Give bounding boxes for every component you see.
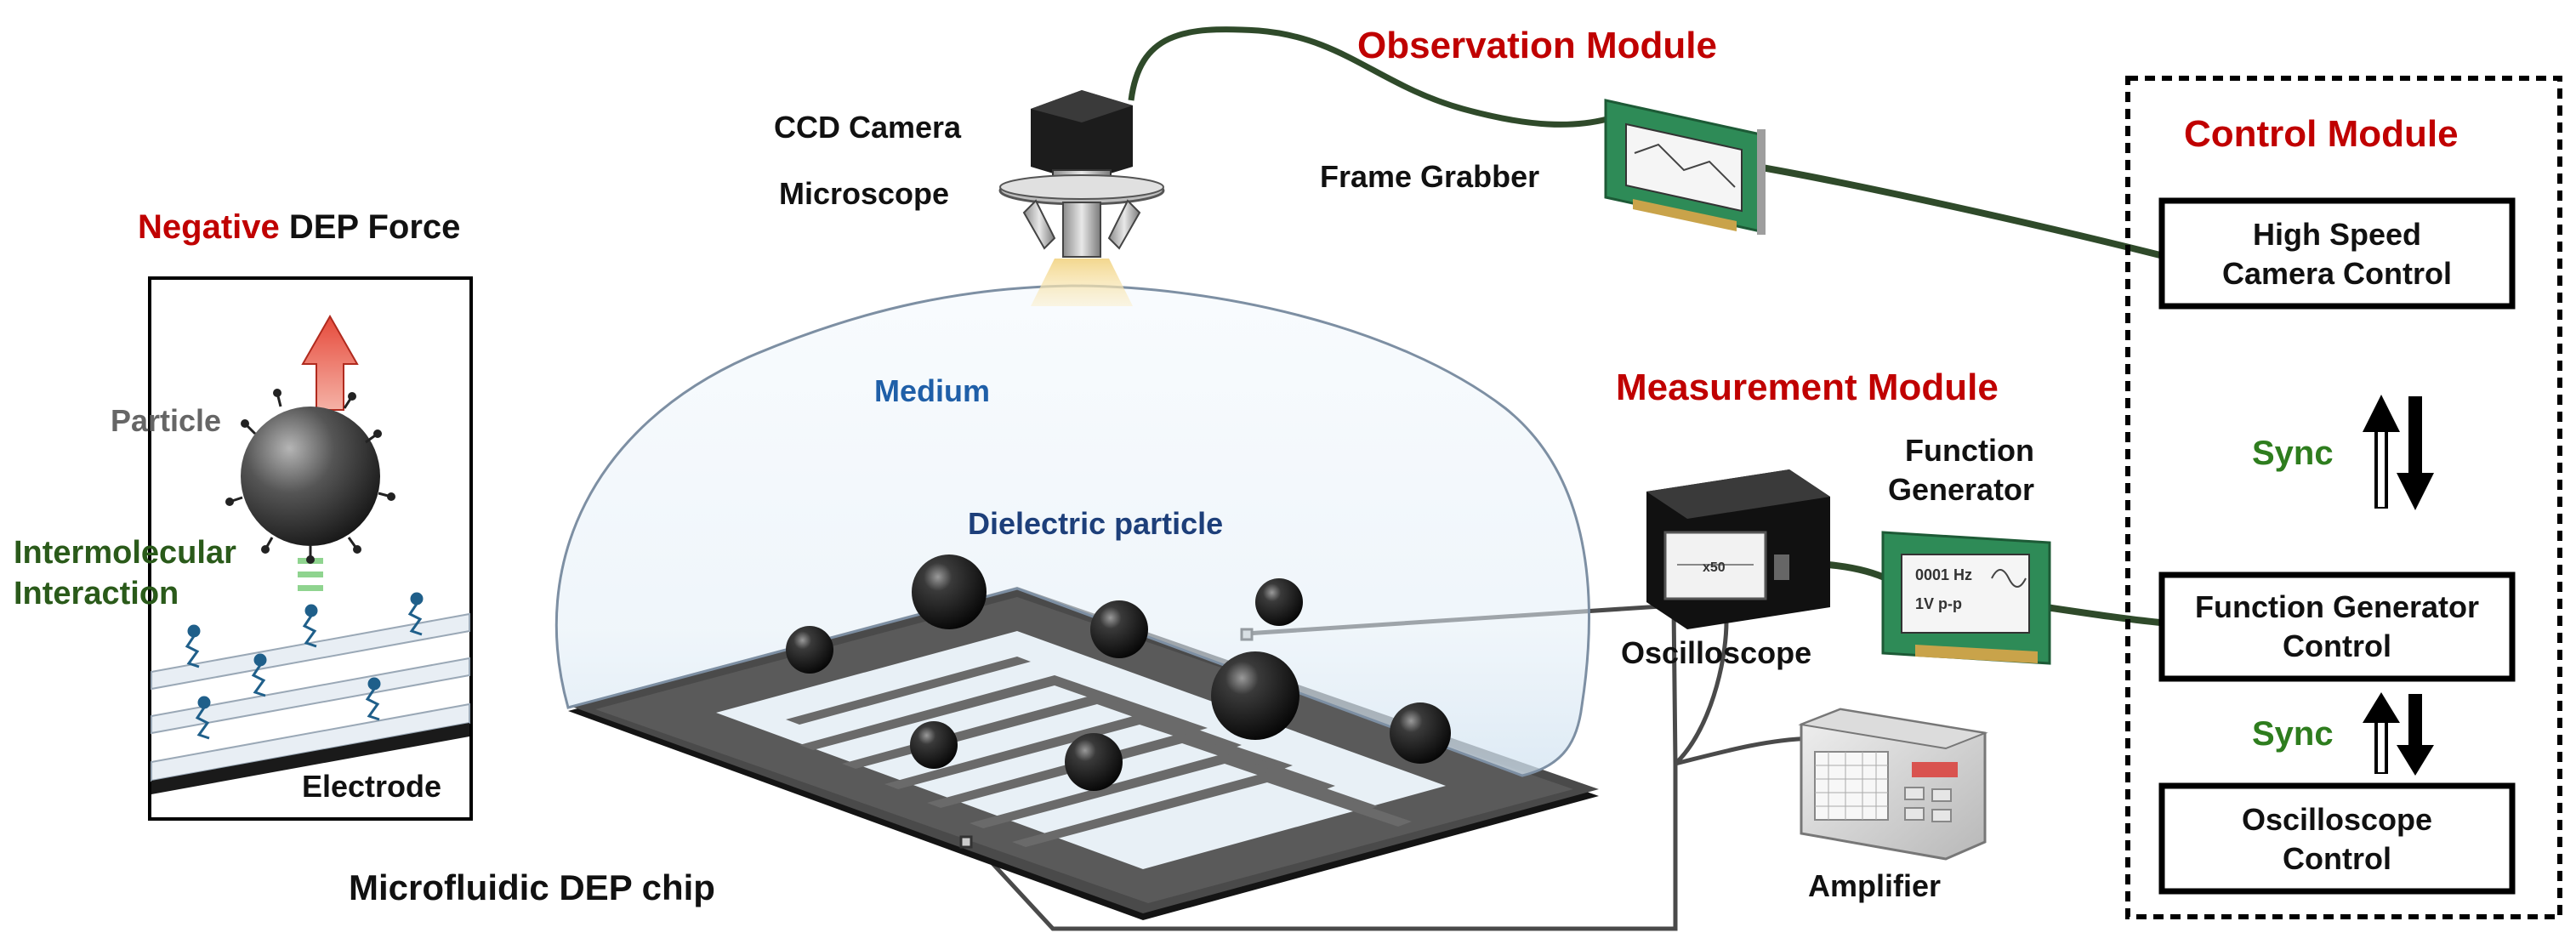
medium-label: Medium	[874, 373, 990, 408]
oscilloscope-illustration: x50	[1646, 469, 1830, 629]
fg-control-cable	[2045, 604, 2161, 626]
frame-grabber-cable	[1756, 163, 2161, 259]
microscope-label: Microscope	[779, 176, 949, 211]
frame-grabber-illustration	[1604, 99, 1766, 235]
sync-label-2: Sync	[2252, 715, 2334, 753]
particle-sphere-illustration	[225, 389, 395, 564]
scope-fg-cable	[1828, 561, 1891, 583]
hsc-label-line1: High Speed	[2253, 217, 2421, 252]
high-speed-camera-control-box	[2158, 197, 2516, 310]
dielectric-particles	[786, 554, 1451, 791]
oscilloscope-label: Oscilloscope	[1621, 635, 1811, 670]
control-module: Control Module High Speed Camera Control…	[2125, 76, 2562, 919]
interaction-label-line1: Intermolecular	[14, 535, 236, 571]
amplifier-illustration	[1798, 708, 1988, 861]
cables	[968, 26, 2161, 931]
force-panel-title: Negative DEP Force	[138, 208, 460, 246]
control-module-title: Control Module	[2184, 113, 2459, 155]
dielectric-particle-label: Dielectric particle	[968, 506, 1223, 541]
ccd-camera-label: CCD Camera	[774, 110, 962, 145]
osc-label-line2: Control	[2283, 841, 2391, 876]
microscope-illustration	[998, 174, 1165, 306]
electrode-label: Electrode	[302, 769, 441, 804]
oscilloscope-control-box	[2158, 782, 2516, 895]
camera-cable	[1128, 26, 1608, 128]
observation-module-title: Observation Module	[1357, 25, 1717, 66]
medium-dome	[554, 284, 1590, 777]
electrode-wire-loop	[968, 603, 1678, 931]
frame-grabber-label: Frame Grabber	[1320, 159, 1539, 194]
function-generator-label-line2: Generator	[1888, 472, 2034, 507]
function-generator-illustration: 0001 Hz 1V p-p	[1881, 531, 2051, 665]
receptor-molecules-illustration	[185, 592, 424, 740]
function-generator-control-box	[2158, 572, 2516, 682]
fgc-label-line1: Function Generator	[2195, 589, 2479, 624]
control-module-frame	[2125, 76, 2562, 919]
force-panel: Negative DEP Force	[14, 208, 473, 821]
osc-label-line1: Oscilloscope	[2242, 802, 2432, 837]
measurement-module-title: Measurement Module	[1616, 367, 1999, 408]
scope-screen-text: x50	[1703, 560, 1726, 575]
ccd-camera-illustration	[1031, 90, 1133, 188]
sync-arrows-icon	[2363, 395, 2434, 510]
microfluidic-chip-label: Microfluidic DEP chip	[349, 867, 715, 907]
function-generator-label-line1: Function	[1905, 433, 2034, 468]
fg-screen-line1: 0001 Hz	[1915, 566, 1972, 583]
light-cone	[1031, 259, 1133, 306]
electrode-layers-illustration	[151, 612, 470, 794]
particle-label: Particle	[111, 403, 221, 438]
sync-label-1: Sync	[2252, 435, 2334, 472]
fgc-label-line2: Control	[2283, 628, 2391, 663]
interdigitated-electrodes	[786, 657, 1412, 847]
amplifier-label: Amplifier	[1808, 868, 1941, 903]
hsc-label-line2: Camera Control	[2222, 256, 2452, 291]
interaction-label-line2: Interaction	[14, 576, 179, 611]
sync-arrows-icon-2	[2363, 692, 2434, 776]
fg-screen-line2: 1V p-p	[1915, 595, 1962, 612]
